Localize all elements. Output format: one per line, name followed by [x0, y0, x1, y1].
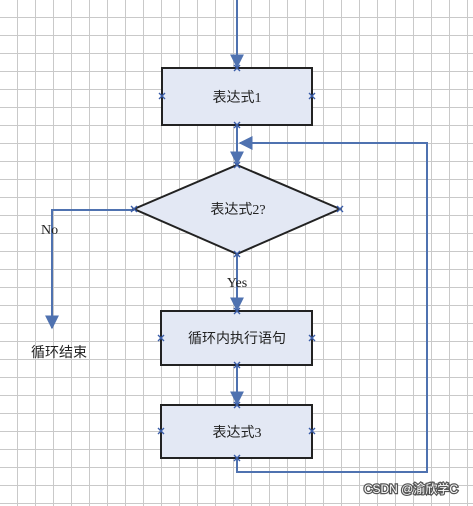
connection-point-markers	[130, 64, 344, 462]
decision-diamond: 表达式2?	[131, 163, 343, 256]
box-expression-1: 表达式1	[161, 67, 313, 126]
connection-point-marker	[158, 92, 166, 100]
yes-label: Yes	[227, 276, 247, 291]
box-expression-1-label: 表达式1	[213, 90, 262, 106]
box-expression-3: 表达式3	[160, 404, 313, 459]
box-expression-3-label: 表达式3	[213, 425, 262, 441]
decision-label: 表达式2?	[210, 202, 265, 218]
connection-point-marker	[233, 401, 241, 409]
connection-point-marker	[233, 64, 241, 72]
no-label: No	[41, 223, 58, 238]
connection-point-marker	[308, 92, 316, 100]
connection-point-marker	[308, 427, 316, 435]
box-loop-body: 循环内执行语句	[160, 310, 313, 366]
box-loop-body-label: 循环内执行语句	[188, 331, 286, 347]
connection-point-marker	[233, 361, 241, 369]
end-label: 循环结束	[31, 345, 87, 361]
connection-point-marker	[233, 161, 241, 169]
connection-point-marker	[130, 205, 138, 213]
watermark: CSDN @渝欣学C	[364, 481, 459, 496]
connection-point-marker	[233, 307, 241, 315]
connection-point-marker	[233, 121, 241, 129]
connection-point-marker	[233, 250, 241, 258]
connection-point-marker	[233, 454, 241, 462]
connection-point-marker	[308, 334, 316, 342]
connector-no-to-end	[45, 209, 134, 330]
connection-point-marker	[157, 427, 165, 435]
connector-loop-back	[236, 136, 428, 473]
connection-point-marker	[157, 334, 165, 342]
connection-point-marker	[336, 205, 344, 213]
